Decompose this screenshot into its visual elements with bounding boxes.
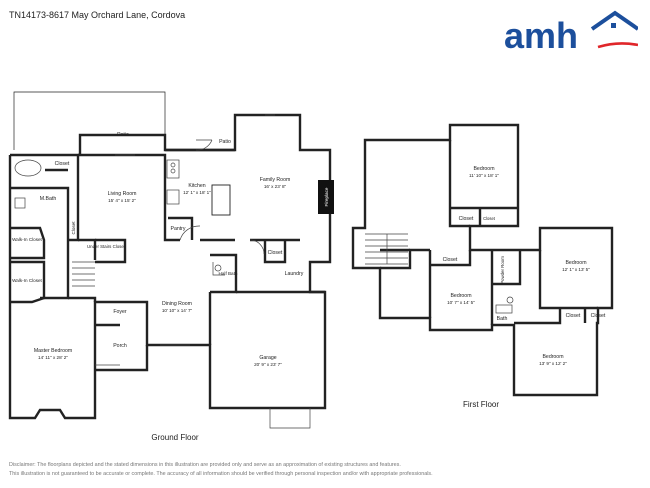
- ground-floor-details: [14, 114, 311, 429]
- logo-roof-icon: [590, 10, 638, 31]
- bedroom-3-name: Bedroom: [450, 293, 471, 299]
- laundry-name: Laundry: [285, 271, 304, 277]
- bedroom-1-dims: 11' 10" x 18' 1": [469, 173, 499, 178]
- first-floor-label: First Floor: [463, 400, 499, 409]
- dining-room-name: Dining Room: [162, 301, 192, 307]
- first-floor-details: [365, 233, 514, 314]
- powder-room-name: Powder Room: [500, 256, 505, 284]
- disclaimer-line-2: This illustration is not guaranteed to b…: [9, 471, 433, 477]
- under-stairs-name: Under Stairs Closet: [87, 244, 126, 249]
- listing-title: TN14173-8617 May Orchard Lane, Cordova: [9, 10, 186, 20]
- half-bath-name: Half Bath: [219, 271, 238, 276]
- bedroom-2-name: Bedroom: [565, 260, 586, 266]
- closet-b1b-name: Closet: [483, 216, 496, 221]
- family-room-dims: 16' x 23' 8": [264, 184, 287, 189]
- garage-name: Garage: [259, 355, 276, 361]
- kitchen-name: Kitchen: [188, 183, 205, 189]
- closet-laundry-name: Closet: [268, 250, 283, 256]
- bath-name: Bath: [497, 316, 508, 322]
- closet-hall-name: Closet: [443, 257, 458, 263]
- logo-swoosh-icon: [597, 42, 638, 49]
- porch-name: Porch: [113, 343, 127, 349]
- mbath-name: M.Bath: [40, 196, 57, 202]
- closet-living-name: Closet: [71, 221, 76, 235]
- ground-floor-label: Ground Floor: [151, 433, 198, 442]
- bedroom-3-dims: 10' 7" x 14' 5": [447, 300, 475, 305]
- patio-side-name: Patio: [219, 139, 231, 145]
- logo-text: amh: [504, 15, 578, 52]
- foyer-name: Foyer: [113, 309, 127, 315]
- walkin-1-name: Walk-In Closet: [12, 237, 42, 242]
- fireplace-name: Fireplace: [324, 187, 329, 206]
- ground-floor-plan: [8, 91, 334, 420]
- bedroom-1-name: Bedroom: [473, 166, 494, 172]
- family-room-name: Family Room: [260, 177, 291, 183]
- master-bedroom-dims: 14' 11" x 28' 2": [38, 355, 68, 360]
- closet-b2a-name: Closet: [566, 313, 581, 319]
- amh-logo: amh: [504, 10, 638, 52]
- bedroom-2-dims: 12' 1" x 13' 5": [562, 267, 590, 272]
- living-room-dims: 15' 4" x 15' 2": [108, 198, 136, 203]
- patio-rear-name: Patio: [117, 132, 129, 138]
- master-bedroom-name: Master Bedroom: [34, 348, 72, 354]
- disclaimer-line-1: Disclaimer: The floorplans depicted and …: [9, 462, 401, 468]
- bedroom-4-dims: 13' 9" x 12' 2": [539, 361, 567, 366]
- logo-window-icon: [611, 23, 616, 28]
- walkin-2-name: Walk-In Closet: [12, 278, 42, 283]
- first-floor-plan: [351, 123, 614, 397]
- closet-b2b-name: Closet: [591, 313, 606, 319]
- dining-room-dims: 10' 10" x 14' 7": [162, 308, 193, 313]
- living-room-name: Living Room: [108, 191, 137, 197]
- garage-dims: 20' 9" x 23' 7": [254, 362, 282, 367]
- pantry-name: Pantry: [171, 226, 186, 232]
- closet-mbath-name: Closet: [55, 161, 70, 167]
- bedroom-4-name: Bedroom: [542, 354, 563, 360]
- closet-b1a-name: Closet: [459, 216, 474, 222]
- kitchen-dims: 12' 1" x 18' 1": [183, 190, 211, 195]
